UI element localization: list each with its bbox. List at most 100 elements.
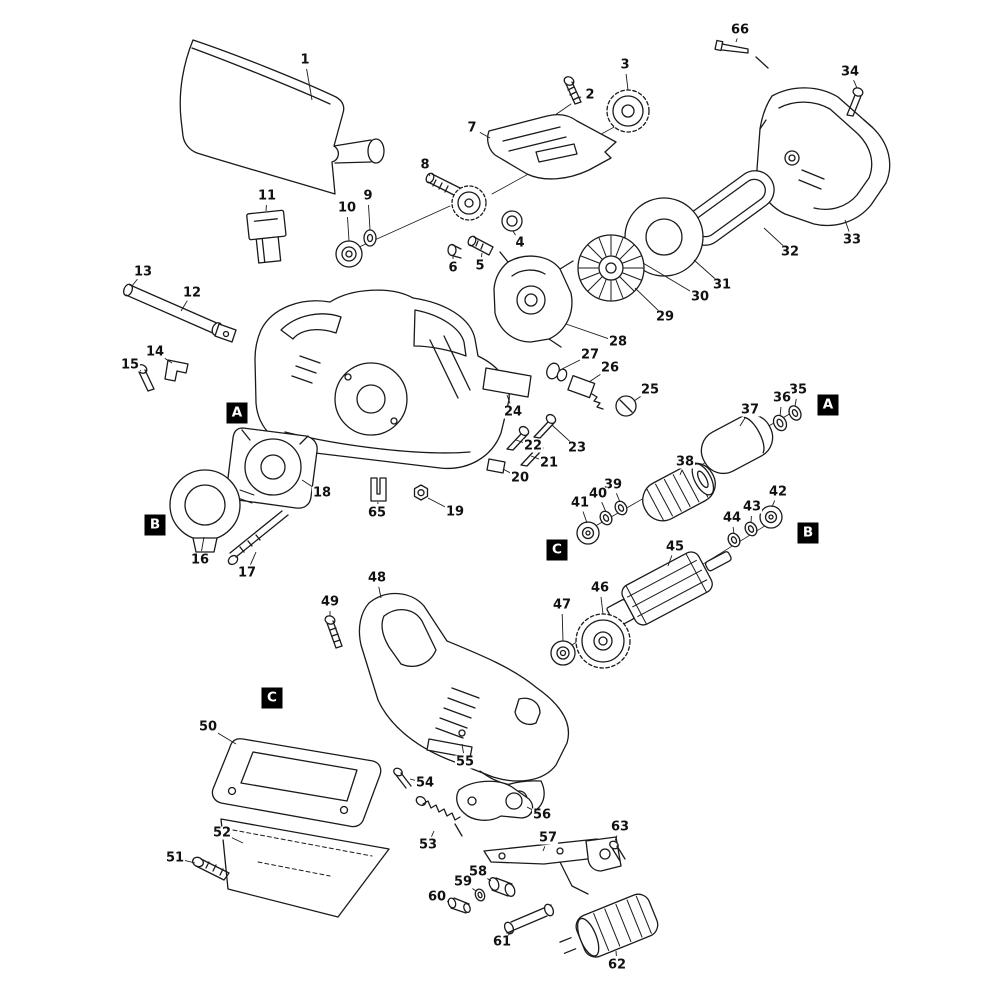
leader-line-44 bbox=[732, 526, 735, 535]
part-24-plate bbox=[482, 367, 532, 398]
part-47-bearing bbox=[550, 640, 576, 666]
leader-line-15 bbox=[137, 368, 142, 372]
leader-line-30 bbox=[642, 262, 693, 293]
part-25-brush-cap bbox=[615, 395, 637, 417]
leader-line-22 bbox=[515, 439, 525, 444]
part-19-nut bbox=[413, 484, 429, 501]
leader-line-53 bbox=[431, 830, 435, 837]
part-20-bracket bbox=[486, 458, 506, 474]
part-43-washer bbox=[744, 521, 758, 537]
leader-line-24 bbox=[506, 394, 511, 404]
leader-line-42 bbox=[771, 500, 776, 508]
part-59-washer bbox=[474, 888, 486, 902]
part-12-grip-fitting bbox=[214, 323, 237, 343]
part-38-sleeve bbox=[642, 462, 716, 522]
leader-line-16 bbox=[201, 536, 205, 552]
part-26-brush bbox=[567, 375, 604, 410]
part-5-stud bbox=[467, 235, 494, 256]
leader-line-4 bbox=[512, 230, 516, 236]
leader-line-17 bbox=[250, 551, 257, 565]
leader-line-14 bbox=[162, 356, 173, 364]
leader-line-61 bbox=[507, 929, 514, 936]
part-60-pin bbox=[447, 897, 471, 914]
leader-line-20 bbox=[502, 468, 513, 475]
leader-line-56 bbox=[526, 806, 535, 812]
part-40-washer bbox=[599, 510, 613, 526]
part-39-washer bbox=[614, 500, 628, 516]
leader-line-52 bbox=[229, 836, 244, 844]
part-51-screw bbox=[192, 856, 230, 881]
part-66-screw bbox=[714, 39, 769, 69]
part-7-cover bbox=[487, 114, 617, 180]
part-8-shaft bbox=[425, 172, 487, 221]
part-41-bearing bbox=[576, 521, 600, 545]
part-28-bearing-box bbox=[493, 251, 574, 348]
part-17-screw bbox=[227, 510, 289, 566]
part-54-screw bbox=[393, 767, 412, 789]
part-16-ring bbox=[169, 469, 241, 553]
leader-line-55 bbox=[461, 743, 464, 754]
leader-line-13 bbox=[131, 278, 138, 287]
part-4-sleeve bbox=[501, 210, 523, 232]
part-63-screw bbox=[609, 840, 626, 862]
part-52-sheet bbox=[220, 818, 390, 918]
leader-line-21 bbox=[530, 455, 541, 461]
leader-line-23 bbox=[551, 424, 571, 443]
part-23-screw bbox=[533, 413, 557, 439]
part-53-spring-screw bbox=[415, 795, 463, 837]
leader-line-10 bbox=[347, 216, 350, 242]
leader-line-34 bbox=[853, 80, 858, 89]
leader-line-8 bbox=[428, 173, 431, 177]
part-36-washer bbox=[772, 414, 788, 432]
leader-line-50 bbox=[215, 731, 237, 745]
part-35-washer bbox=[788, 405, 802, 421]
part-6-pin bbox=[447, 243, 462, 259]
leader-line-35 bbox=[794, 398, 797, 407]
leader-line-1 bbox=[306, 68, 313, 101]
leader-line-37 bbox=[739, 417, 746, 427]
leader-line-39 bbox=[615, 493, 621, 503]
leader-line-19 bbox=[427, 497, 448, 509]
leader-line-57 bbox=[542, 846, 546, 852]
part-9-washer bbox=[363, 229, 377, 247]
leader-line-46 bbox=[600, 596, 604, 615]
leader-line-36 bbox=[779, 406, 782, 417]
part-29-fan bbox=[577, 234, 645, 302]
leader-line-2 bbox=[576, 96, 582, 99]
part-18-roller-bracket bbox=[226, 427, 318, 509]
leader-line-41 bbox=[582, 511, 588, 524]
part-14-clip bbox=[164, 359, 189, 382]
leader-line-25 bbox=[633, 394, 643, 402]
leader-line-18 bbox=[301, 479, 315, 489]
part-65-clip bbox=[370, 477, 387, 502]
leader-line-54 bbox=[409, 778, 417, 782]
leader-line-12 bbox=[180, 300, 188, 312]
leader-line-40 bbox=[601, 502, 607, 513]
leader-line-33 bbox=[844, 219, 850, 232]
leader-line-58 bbox=[485, 876, 492, 882]
leader-line-63 bbox=[614, 835, 618, 842]
leader-line-3 bbox=[625, 73, 629, 91]
leader-line-38 bbox=[679, 470, 683, 476]
part-2-screw bbox=[563, 76, 582, 105]
main-housing-body bbox=[254, 289, 510, 470]
part-1-sanding-plate bbox=[179, 39, 385, 195]
leader-line-66 bbox=[735, 38, 738, 43]
part-61-shaft bbox=[503, 903, 555, 935]
leader-line-29 bbox=[634, 287, 659, 312]
leader-line-26 bbox=[588, 372, 603, 383]
part-56-plate bbox=[456, 780, 534, 821]
part-33-belt-cover bbox=[756, 87, 891, 227]
leader-line-9 bbox=[368, 204, 371, 231]
part-44-washer bbox=[727, 532, 741, 548]
part-62-roller bbox=[559, 893, 659, 958]
part-34-screw bbox=[846, 87, 864, 117]
part-58-roller bbox=[488, 877, 516, 897]
leader-line-27 bbox=[561, 358, 583, 370]
part-27-connector bbox=[546, 362, 568, 382]
part-11-block bbox=[246, 209, 287, 264]
part-42-bearing bbox=[759, 505, 783, 529]
part-49-screw bbox=[324, 615, 343, 649]
